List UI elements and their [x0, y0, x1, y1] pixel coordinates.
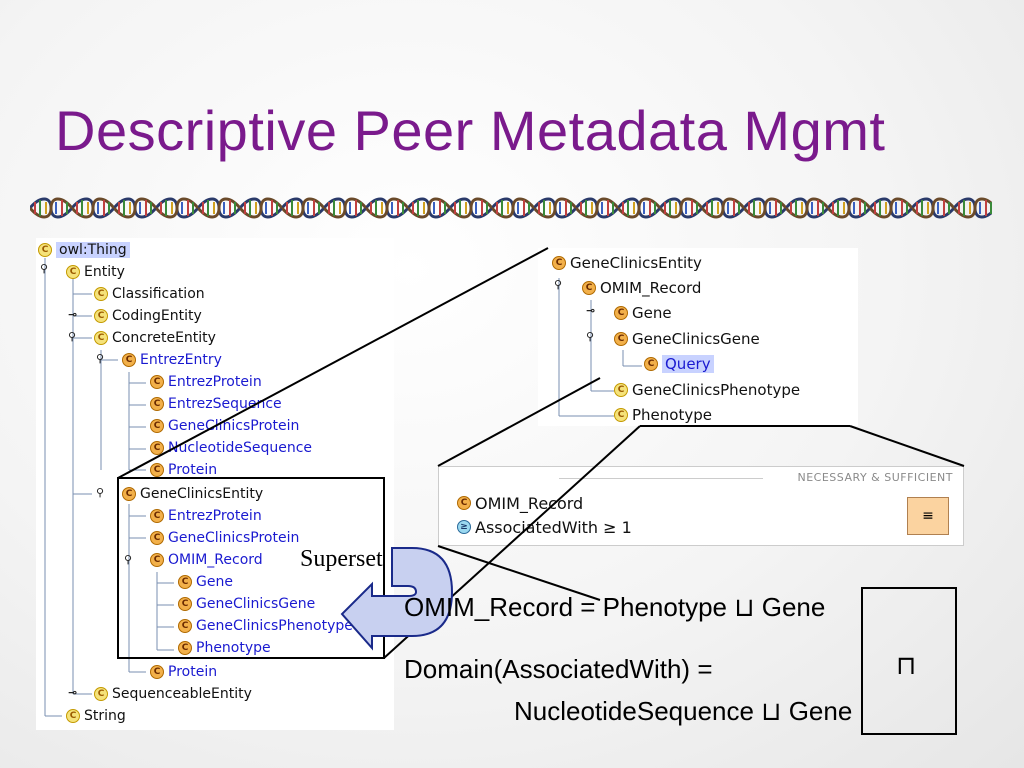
- class-icon: C: [122, 487, 136, 501]
- class-icon: C: [178, 597, 192, 611]
- expand-toggle-icon[interactable]: ⊸: [68, 308, 78, 321]
- class-icon: C: [178, 619, 192, 633]
- class-icon: C: [150, 509, 164, 523]
- class-icon: C: [614, 306, 628, 320]
- expand-toggle-icon[interactable]: ⊸: [586, 304, 596, 317]
- class-icon: C: [644, 357, 658, 371]
- equation-line-3: NucleotideSequence ⊔ Gene: [514, 696, 853, 726]
- class-icon: C: [150, 665, 164, 679]
- collapse-toggle-icon[interactable]: ⚲: [96, 486, 105, 499]
- equivalent-class-button[interactable]: ≡: [907, 497, 949, 535]
- class-icon: C: [150, 463, 164, 477]
- class-icon: C: [150, 375, 164, 389]
- collapse-toggle-icon[interactable]: ⚲: [554, 278, 563, 291]
- intersection-symbol: ⊓: [896, 650, 917, 680]
- collapse-toggle-icon[interactable]: ⚲: [68, 330, 77, 343]
- class-icon: C: [150, 553, 164, 567]
- class-icon: C: [66, 709, 80, 723]
- superset-label: Superset: [300, 546, 383, 572]
- class-icon: C: [94, 331, 108, 345]
- class-icon: C: [178, 575, 192, 589]
- collapse-toggle-icon[interactable]: ⚲: [96, 352, 105, 365]
- class-icon: C: [38, 243, 52, 257]
- class-icon: C: [94, 687, 108, 701]
- zoom-line: [849, 425, 965, 467]
- class-icon: C: [150, 531, 164, 545]
- equation-line-2: Domain(AssociatedWith) =: [404, 654, 713, 684]
- condition-item[interactable]: ≥AssociatedWith ≥ 1: [457, 517, 632, 537]
- class-icon: C: [614, 332, 628, 346]
- class-icon: C: [66, 265, 80, 279]
- equation-line-1: OMIM_Record = Phenotype ⊔ Gene: [404, 592, 826, 622]
- expand-toggle-icon[interactable]: ⊸: [68, 686, 78, 699]
- class-icon: C: [122, 353, 136, 367]
- divider: [559, 478, 763, 479]
- class-icon: C: [614, 383, 628, 397]
- class-icon: C: [614, 408, 628, 422]
- class-icon: C: [178, 641, 192, 655]
- dna-divider: [30, 196, 992, 220]
- collapse-toggle-icon[interactable]: ⚲: [586, 330, 595, 343]
- class-icon: C: [150, 441, 164, 455]
- class-icon: C: [150, 419, 164, 433]
- collapse-toggle-icon[interactable]: ⚲: [40, 262, 49, 275]
- slide-title: Descriptive Peer Metadata Mgmt: [55, 99, 886, 162]
- section-header: NECESSARY & SUFFICIENT: [797, 471, 953, 484]
- class-icon: C: [582, 281, 596, 295]
- restriction-icon: ≥: [457, 520, 471, 534]
- collapse-toggle-icon[interactable]: ⚲: [124, 553, 133, 566]
- class-icon: C: [150, 397, 164, 411]
- class-icon: C: [457, 496, 471, 510]
- class-icon: C: [94, 287, 108, 301]
- class-icon: C: [94, 309, 108, 323]
- class-icon: C: [552, 256, 566, 270]
